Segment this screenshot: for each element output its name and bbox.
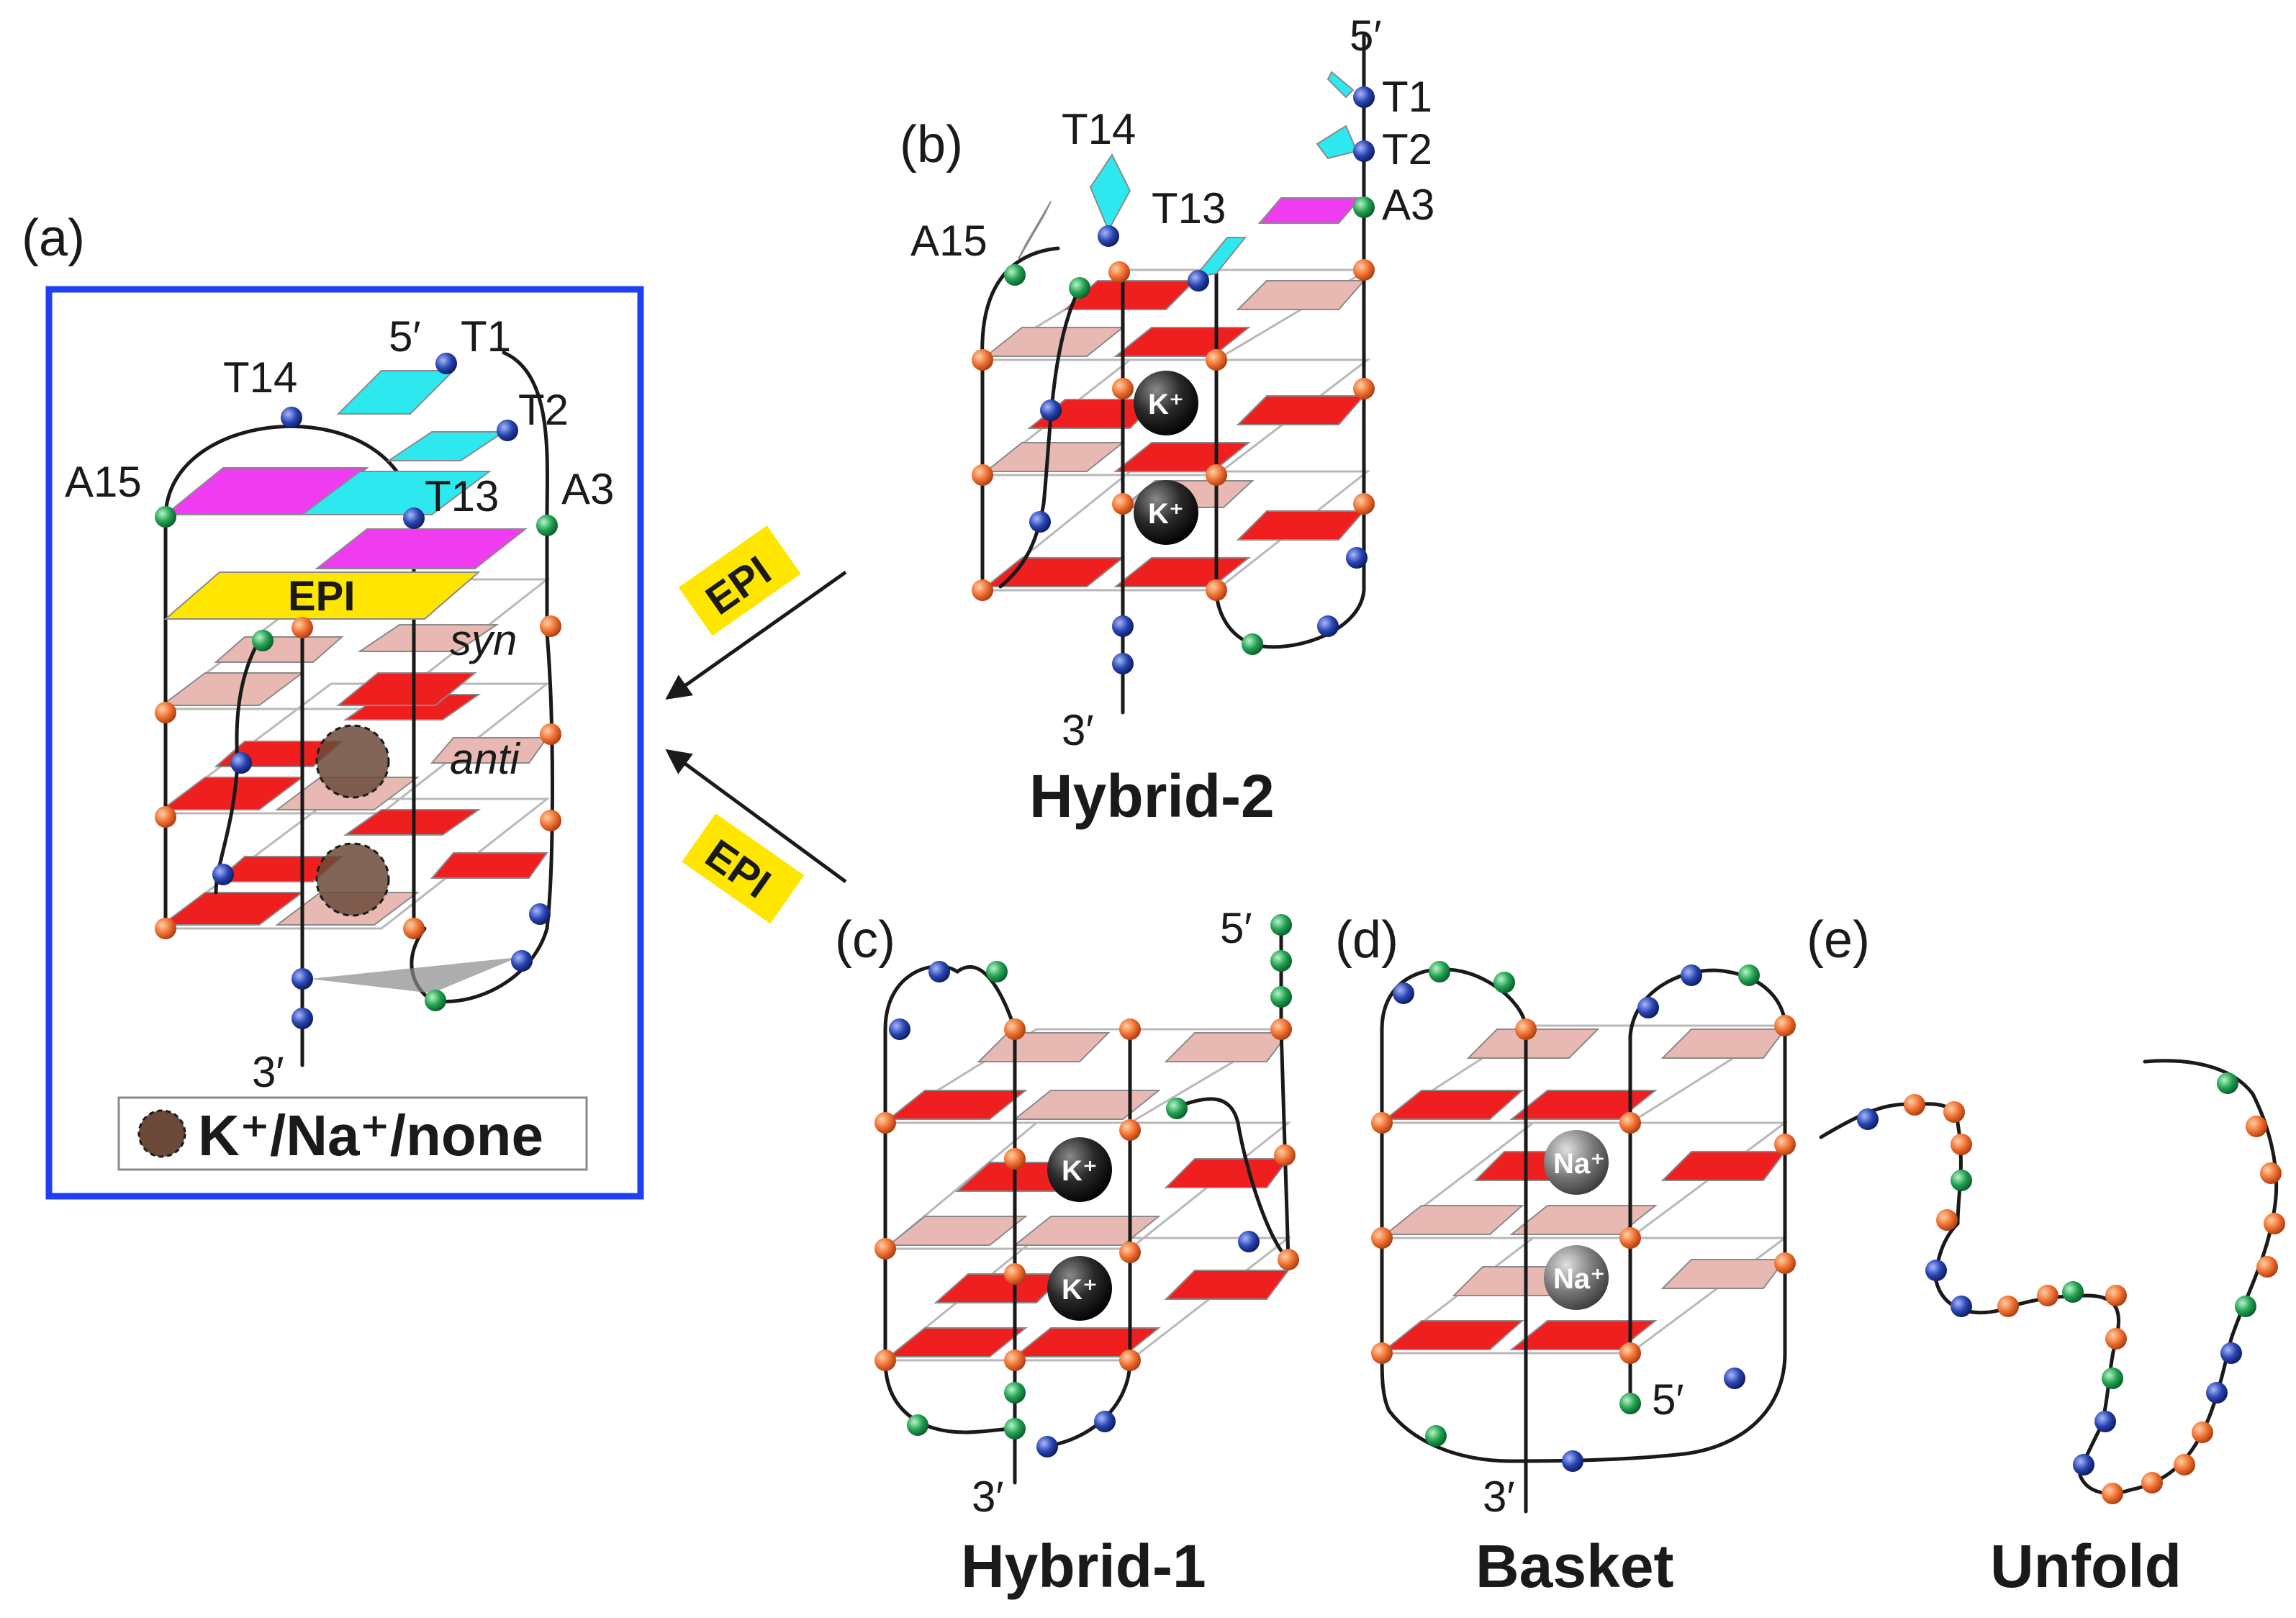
panel-b-label-t13: T13 bbox=[1152, 184, 1226, 232]
panel-e-strand-left bbox=[1819, 1102, 2133, 1496]
thymine-plate-t2 bbox=[386, 431, 507, 461]
panel-e-beads bbox=[1857, 1072, 2285, 1504]
panel-b-label-t2: T2 bbox=[1382, 125, 1432, 173]
panel-c-title: Hybrid-1 bbox=[961, 1532, 1206, 1600]
panel-b-a3-plate bbox=[1257, 197, 1362, 224]
panel-c-five-prime: 5′ bbox=[1220, 904, 1252, 952]
panel-a-epi-label: EPI bbox=[288, 573, 356, 620]
legend-ion-marker bbox=[137, 1109, 186, 1158]
arrow-from-hybrid2 bbox=[665, 570, 847, 700]
panel-b-a15-plate bbox=[1018, 201, 1052, 260]
panel-d-title: Basket bbox=[1475, 1532, 1674, 1600]
panel-a: (a) bbox=[22, 209, 644, 1200]
arrow-epi-tag-lower bbox=[682, 813, 805, 924]
panel-a-label-a15: A15 bbox=[65, 458, 142, 506]
arrow-from-hybrid1 bbox=[665, 749, 847, 884]
panel-d-three-prime: 3′ bbox=[1483, 1473, 1515, 1521]
panel-a-syn-label: syn bbox=[450, 616, 517, 664]
panel-a-ion-site-lower bbox=[315, 842, 390, 917]
panel-c-label: (c) bbox=[835, 911, 895, 969]
panel-b-t2-plate bbox=[1316, 125, 1358, 160]
panel-b-t13-plate bbox=[1193, 237, 1247, 279]
panel-b-ion-upper-label: K⁺ bbox=[1148, 389, 1184, 420]
panel-b-t14-plate bbox=[1089, 153, 1131, 232]
panel-e-title: Unfold bbox=[1990, 1532, 2182, 1600]
panel-b-label-a3: A3 bbox=[1382, 181, 1434, 229]
panel-c-ion-upper-label: K⁺ bbox=[1062, 1155, 1098, 1187]
panel-b-title: Hybrid-2 bbox=[1029, 762, 1275, 830]
panel-a-epi-plate bbox=[163, 571, 481, 620]
panel-b-ion-upper bbox=[1134, 371, 1198, 435]
panel-a-label-t2: T2 bbox=[518, 386, 569, 434]
panel-c-beads bbox=[874, 914, 1299, 1457]
panel-a-label: (a) bbox=[22, 209, 85, 267]
panel-a-label-t14: T14 bbox=[223, 353, 297, 402]
panel-b-label: (b) bbox=[900, 116, 963, 173]
panel-d: (d) Na⁺ Na⁺ bbox=[1335, 911, 1796, 1600]
panel-a-five-prime: 5′ bbox=[389, 312, 421, 361]
panel-b-label-a15: A15 bbox=[910, 217, 987, 265]
panel-d-ion-lower bbox=[1544, 1245, 1609, 1310]
panel-d-label: (d) bbox=[1335, 911, 1398, 969]
panel-a-box bbox=[45, 286, 644, 1200]
panel-c-ion-lower-label: K⁺ bbox=[1062, 1274, 1098, 1306]
thymine-plate-t14 bbox=[336, 370, 456, 415]
panel-a-label-t13: T13 bbox=[425, 472, 499, 520]
panel-b-ion-lower-label: K⁺ bbox=[1148, 498, 1184, 530]
panel-a-tetrads bbox=[155, 578, 551, 930]
panel-b-three-prime: 3′ bbox=[1062, 706, 1094, 754]
panel-a-ion-site-upper bbox=[315, 724, 390, 799]
panel-a-anti-label: anti bbox=[450, 735, 520, 783]
panel-b-label-t1: T1 bbox=[1382, 73, 1432, 121]
panel-c-ion-lower bbox=[1047, 1256, 1112, 1321]
panel-d-ion-upper-label: Na⁺ bbox=[1553, 1148, 1605, 1180]
panel-b-five-prime: 5′ bbox=[1350, 12, 1382, 60]
legend-text: K⁺/Na⁺/none bbox=[198, 1103, 543, 1167]
panel-c-three-prime: 3′ bbox=[972, 1473, 1004, 1521]
panel-a-label-a3: A3 bbox=[561, 465, 614, 513]
panel-e-label: (e) bbox=[1807, 911, 1870, 969]
panel-a-three-prime: 3′ bbox=[252, 1048, 284, 1096]
panel-d-ion-upper bbox=[1544, 1130, 1609, 1195]
panel-c-ion-upper bbox=[1047, 1137, 1112, 1202]
panel-d-ion-lower-label: Na⁺ bbox=[1553, 1263, 1605, 1295]
panel-e: (e) bbox=[1807, 911, 2285, 1600]
panel-d-five-prime: 5′ bbox=[1652, 1375, 1684, 1424]
panel-c: (c) K⁺ K⁺ bbox=[835, 904, 1299, 1600]
panel-b-label-t14: T14 bbox=[1062, 105, 1136, 153]
panel-c-tetrads bbox=[881, 1028, 1293, 1362]
panel-b-ion-lower bbox=[1134, 480, 1198, 545]
thymine-plate-t13 bbox=[300, 471, 492, 515]
legend-box bbox=[117, 1096, 588, 1171]
panel-a-beads bbox=[155, 353, 561, 1029]
panel-b: (b) bbox=[900, 12, 1434, 830]
panel-a-label-t1: T1 bbox=[461, 312, 511, 361]
arrow-epi-tag-upper bbox=[678, 525, 801, 636]
panel-b-beads bbox=[972, 86, 1375, 674]
epi-arrows: EPI EPI bbox=[665, 525, 847, 924]
panel-d-beads bbox=[1371, 961, 1796, 1472]
panel-b-t1-plate bbox=[1326, 71, 1355, 99]
adenine-plate-a3 bbox=[315, 528, 528, 569]
